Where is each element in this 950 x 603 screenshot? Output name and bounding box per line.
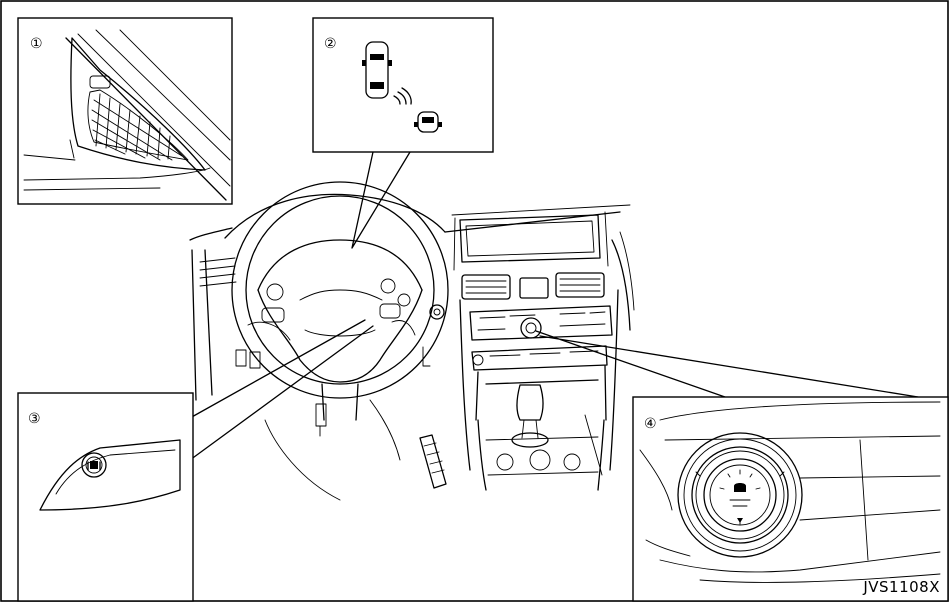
inset-1-a-pillar-sensor: ①: [17, 17, 233, 205]
signal-waves-icon: [393, 87, 412, 105]
callout-number-2: ②: [324, 36, 337, 52]
accelerator-pedal: [419, 434, 447, 489]
figure-code: JVS1108X: [862, 578, 940, 596]
vehicle-icon-small: [414, 111, 442, 133]
callout-number-4: ④: [644, 416, 657, 432]
callout-leaders: [189, 151, 919, 461]
bsw-switch-button: [81, 452, 107, 478]
controller-dial: [520, 317, 542, 339]
inset-4-controller-dial: ④: [632, 396, 949, 602]
dashboard-illustration: [189, 181, 635, 501]
inset-3-steering-switch: ③: [17, 392, 194, 602]
speaker-grille: [91, 93, 183, 161]
callout-number-1: ①: [30, 36, 43, 52]
inset-2-blind-spot-indicator: ②: [312, 17, 494, 153]
callout-number-3: ③: [28, 411, 41, 427]
steering-wheel: [231, 181, 449, 399]
vehicle-icon-large: [362, 41, 392, 99]
